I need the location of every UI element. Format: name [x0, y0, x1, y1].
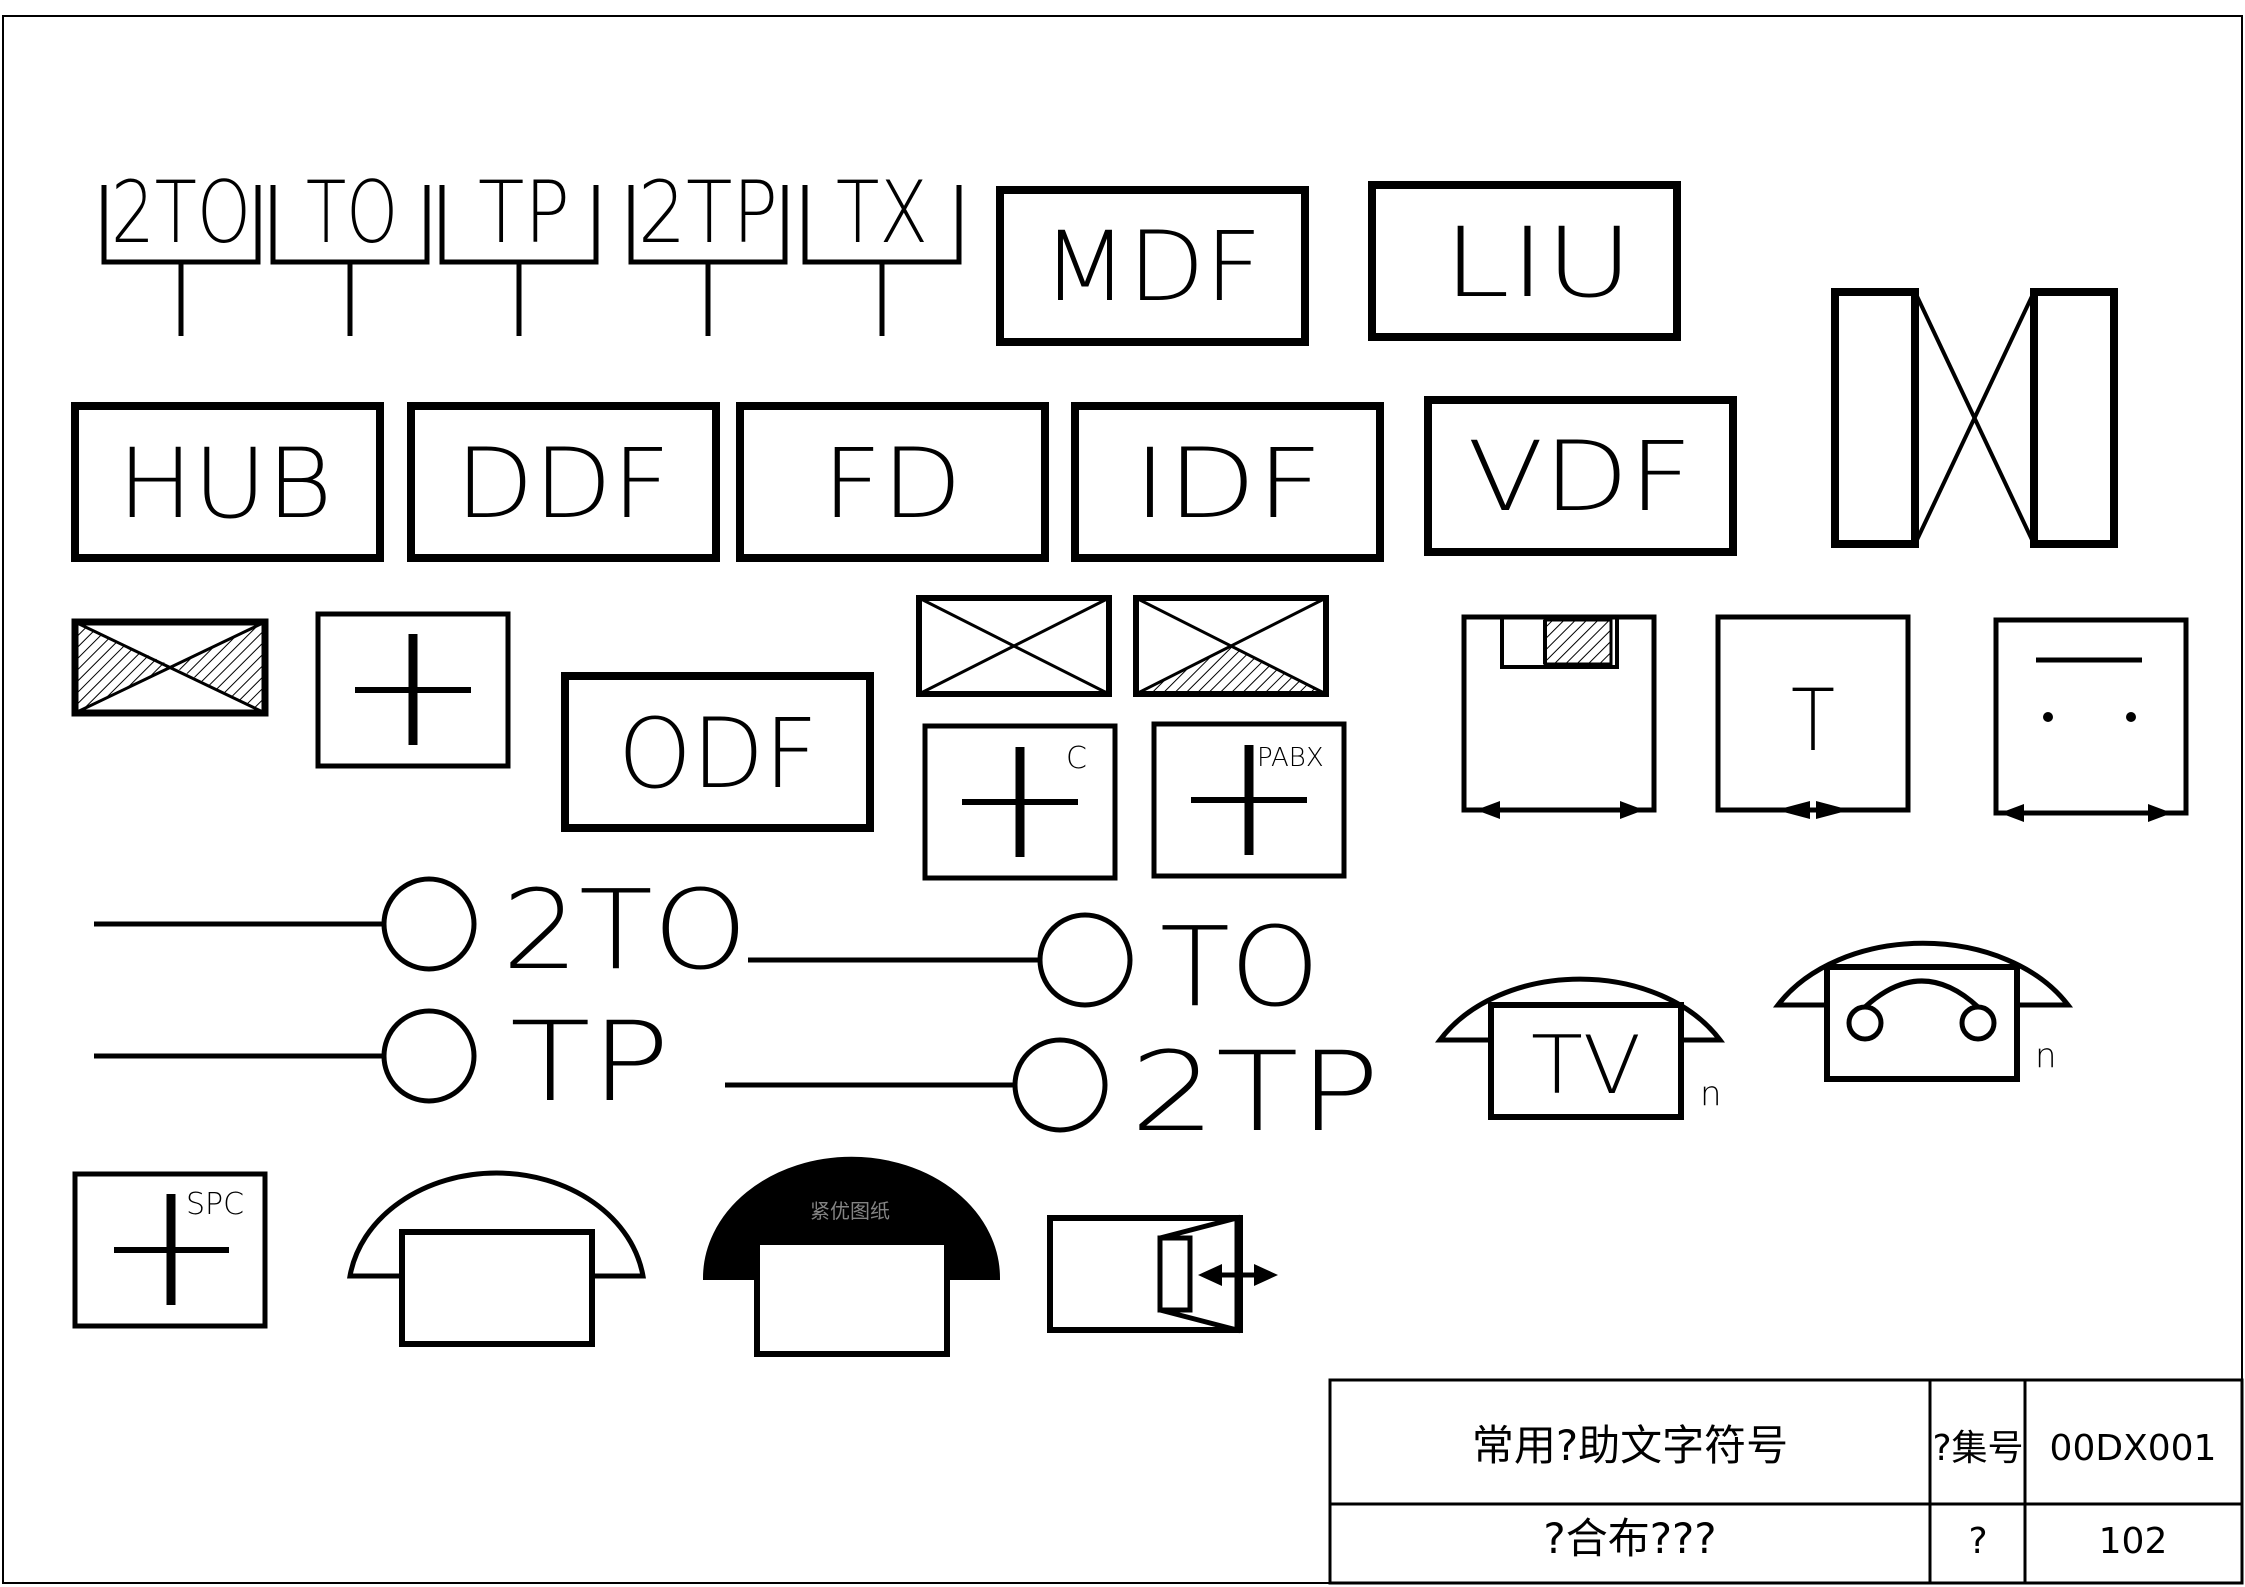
ddf-box	[407, 402, 720, 562]
wall-outlet-2tp-symbol	[725, 1037, 1108, 1133]
rack-t-label: T	[1791, 671, 1835, 771]
outlet-to-label: TO	[306, 163, 398, 263]
idf-label: IDF	[1133, 428, 1323, 540]
spc-exchange-symbol	[72, 1171, 268, 1329]
exchange-c-superscript: C	[1066, 741, 1087, 776]
dome-outlet-filled-symbol	[702, 1156, 1001, 1357]
hub-label: HUB	[118, 428, 333, 540]
exchange-c-symbol	[922, 723, 1118, 881]
wall-outlet-to-symbol	[748, 912, 1133, 1008]
outlet-2tp-label: 2TP	[638, 163, 778, 263]
outlet-symbol-2tp	[628, 185, 788, 336]
liu-box	[1368, 181, 1681, 341]
dome-outlet-open-symbol	[347, 1170, 646, 1347]
outlet-symbol-tx	[802, 185, 962, 336]
outlet-2to-label: 2TO	[111, 163, 251, 263]
half-hatched-cross-box-symbol	[1133, 595, 1329, 697]
title-block-atlas-label: ?集号	[1932, 1428, 2023, 1469]
rack-t-symbol	[1715, 614, 1911, 819]
outlet-tx-label: TX	[836, 163, 928, 263]
watermark: 紧优图纸	[810, 1199, 890, 1223]
wall-outlet-tp-symbol	[94, 1008, 477, 1104]
outlet-symbol-to	[270, 185, 430, 336]
title-block-page-label: ?	[1968, 1521, 1987, 1562]
mdf-box	[996, 186, 1309, 346]
tv-outlet-symbol	[1434, 976, 1726, 1120]
cross-box-symbol	[916, 595, 1112, 697]
rack-floppy-symbol	[1461, 614, 1657, 819]
hub-box	[71, 402, 384, 562]
outlet-tp-label: TP	[478, 163, 570, 263]
plus-box-symbol	[315, 611, 511, 769]
title-block-subtitle: ?合布???	[1543, 1514, 1716, 1563]
outlet-symbol-tp	[439, 185, 599, 336]
telephone-outlet-symbol	[1772, 940, 2074, 1082]
telephone-n-label: n	[2035, 1036, 2057, 1076]
bowtie-frame-symbol	[1831, 288, 2118, 548]
title-block-page-number: 102	[2099, 1521, 2168, 1562]
wall-outlet-2to-symbol	[94, 876, 477, 972]
speaker-box-symbol	[1047, 1214, 1278, 1334]
fd-label: FD	[822, 428, 962, 540]
hatched-cross-box-symbol	[71, 618, 269, 717]
vdf-label: VDF	[1468, 421, 1693, 533]
mdf-label: MDF	[1042, 211, 1262, 323]
title-block-atlas-number: 00DX001	[2050, 1428, 2217, 1469]
tv-label: TV	[1531, 1019, 1641, 1112]
pabx-symbol	[1151, 721, 1347, 879]
outlet-symbol-2to	[101, 185, 261, 336]
spc-superscript: SPC	[186, 1187, 244, 1222]
drawing-frame	[2, 15, 2243, 1584]
rack-dots-symbol	[1993, 617, 2189, 822]
title-block-title: 常用?助文字符号	[1472, 1421, 1788, 1470]
wall-outlet-tp-label: TP	[510, 998, 670, 1126]
wall-outlet-2to-label: 2TO	[502, 866, 748, 994]
title-block	[1328, 1378, 2244, 1585]
idf-box	[1071, 402, 1384, 562]
odf-box	[561, 672, 874, 832]
liu-label: LIU	[1443, 207, 1633, 319]
wall-outlet-2tp-label: 2TP	[1130, 1028, 1380, 1156]
vdf-box	[1424, 396, 1737, 556]
tv-n-label: n	[1700, 1074, 1722, 1114]
odf-label: ODF	[618, 698, 818, 810]
ddf-label: DDF	[456, 428, 671, 540]
fd-box	[736, 402, 1049, 562]
wall-outlet-to-label: TO	[1160, 903, 1320, 1031]
pabx-superscript: PABX	[1257, 743, 1324, 773]
